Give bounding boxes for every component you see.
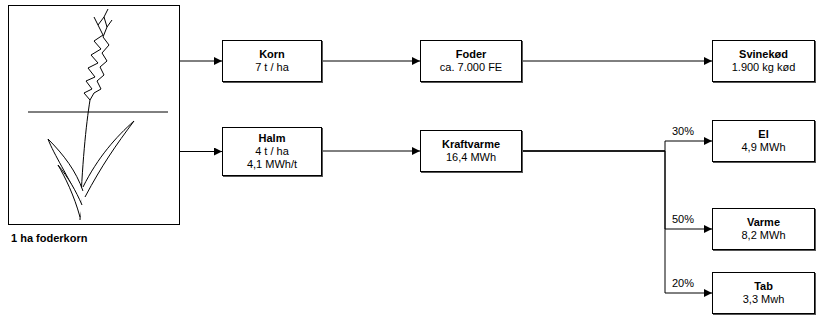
stem [80, 100, 90, 220]
process-box: Kraftvarme16,4 MWh [420, 130, 522, 172]
output-box: Svinekød1.900 kg kød [712, 40, 815, 82]
box-value: 4,9 MWh [741, 141, 785, 154]
box-title: Kraftvarme [442, 138, 500, 151]
box-title: Varme [747, 216, 780, 229]
box-value: 7 t / ha [255, 61, 289, 74]
ground-line [28, 112, 168, 113]
flow-arrow [522, 151, 712, 293]
box-value: 8,2 MWh [741, 229, 785, 242]
awns [94, 9, 112, 27]
flow-arrow [180, 151, 222, 152]
output-box: Varme8,2 MWh [712, 208, 815, 250]
flow-arrow [322, 61, 420, 62]
illustration-frame: 1 ha foderkorn [8, 5, 180, 225]
box-value: 4 t / ha [255, 145, 289, 158]
flow-arrow [322, 151, 420, 152]
box-value: ca. 7.000 FE [440, 61, 502, 74]
box-title: Korn [259, 48, 285, 61]
output-box: Tab3,3 Mwh [712, 272, 815, 314]
share-percent: 20% [671, 277, 695, 290]
flow-arrow [522, 151, 712, 229]
flow-arrow [522, 141, 712, 151]
box-value: 4,1 MWh/t [247, 158, 297, 171]
box-title: Halm [259, 132, 286, 145]
box-title: 1 ha foderkorn [11, 232, 87, 245]
process-box: Korn7 t / ha [222, 40, 322, 82]
box-title: Foder [456, 48, 487, 61]
process-box: Foderca. 7.000 FE [420, 40, 522, 82]
leaf [83, 121, 134, 197]
box-title: Tab [754, 280, 773, 293]
grain-ear [84, 17, 109, 100]
share-percent: 50% [671, 213, 695, 226]
flow-arrow [522, 61, 712, 62]
output-box: El4,9 MWh [712, 120, 815, 162]
box-title: El [758, 128, 768, 141]
box-value: 16,4 MWh [446, 151, 496, 164]
box-value: 1.900 kg kød [732, 61, 796, 74]
box-title: Svinekød [739, 48, 788, 61]
flow-arrow [180, 61, 222, 62]
leaf [58, 165, 82, 217]
process-box: Halm4 t / ha4,1 MWh/t [222, 127, 322, 176]
share-percent: 30% [671, 125, 695, 138]
box-value: 3,3 Mwh [743, 293, 785, 306]
